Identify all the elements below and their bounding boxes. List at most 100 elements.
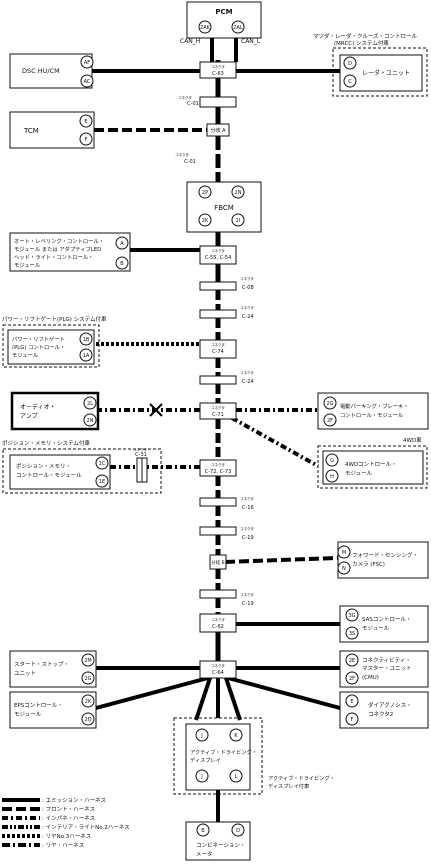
fbcm-module: FBCM 2P 2N 2K 2I xyxy=(186,181,262,233)
svg-text:コネクタ: コネクタ xyxy=(211,462,225,467)
svg-text:2P: 2P xyxy=(202,190,208,196)
svg-text:2K: 2K xyxy=(85,699,92,705)
dsc-module: DSC HU/CM AF AC xyxy=(9,53,94,89)
c64-label: C-64 xyxy=(212,670,224,676)
svg-text:N: N xyxy=(342,566,346,572)
c31-label: C-31 xyxy=(135,452,147,458)
svg-text:オート・レベリング・コントロール・: オート・レベリング・コントロール・ xyxy=(14,237,104,245)
svg-text:2I: 2I xyxy=(236,218,241,224)
legend-rear3: : リヤNo.3ハーネス xyxy=(42,833,91,840)
bunki-a-label: 分岐 A xyxy=(210,127,226,134)
c01-label-1: C-01 xyxy=(187,101,199,107)
svg-text:2G: 2G xyxy=(326,401,333,407)
connectors: コネクタ C-63 コネクタ C-01 分岐 A コネクタ C-01 コネクタ … xyxy=(133,61,254,679)
svg-text:2K: 2K xyxy=(202,218,209,224)
c24-label-2: C-24 xyxy=(242,379,254,385)
svg-text:A: A xyxy=(120,241,124,247)
svg-text:ヘッド・ライト・コントロール・: ヘッド・ライト・コントロール・ xyxy=(14,254,93,261)
svg-text:コネクタ: コネクタ xyxy=(211,663,225,668)
svg-text:3G: 3G xyxy=(348,613,355,619)
radar-title: マツダ・レーダ・クルーズ・コントロール xyxy=(313,32,418,40)
tcm-module: TCM E F xyxy=(9,111,95,149)
legend-emission: : エミッション・ハーネス xyxy=(42,797,106,804)
svg-text:1A: 1A xyxy=(83,353,90,359)
svg-text:モジュール: モジュール xyxy=(14,711,42,718)
svg-text:モジュール: モジュール xyxy=(12,352,39,359)
svg-text:D: D xyxy=(348,61,352,67)
pcm-label: PCM xyxy=(215,8,232,16)
svg-text:4WDコントロール・: 4WDコントロール・ xyxy=(345,461,397,468)
fsc-module: フォワード・センシング・ カメラ (FSC) M N xyxy=(337,541,429,579)
legend-instrument: : インパネ・ハーネス xyxy=(42,815,95,822)
position-memory-module: ポジション・メモリ・システム付車 ポジション・メモリ・ コントロール・モジュール… xyxy=(2,439,162,494)
c08-label: C-08 xyxy=(242,285,254,291)
svg-text:コントロール・モジュール: コントロール・モジュール xyxy=(16,472,82,479)
svg-text:2G: 2G xyxy=(84,676,91,682)
legend: : エミッション・ハーネス : フロント・ハーネス : インパネ・ハーネス : … xyxy=(2,797,130,849)
svg-text:コネクタ: コネクタ xyxy=(240,526,254,531)
line-x-mark xyxy=(149,403,163,417)
awd-module: 4WD車 4WDコントロール・ モジュール G H xyxy=(317,436,428,489)
svg-text:モジュール または アダプティブLED: モジュール または アダプティブLED xyxy=(14,245,101,253)
legend-front: : フロント・ハーネス xyxy=(42,806,95,813)
svg-text:ダイアグノシス・: ダイアグノシス・ xyxy=(368,701,412,709)
svg-text:G: G xyxy=(330,458,334,464)
svg-text:2F: 2F xyxy=(327,418,333,424)
svg-text:B: B xyxy=(201,828,205,834)
c24-label-1: C-24 xyxy=(242,314,254,320)
pcm-module: PCM 2AK 2AL CAN_H CAN_L xyxy=(180,1,262,45)
awd-title: 4WD車 xyxy=(403,436,422,444)
svg-text:1B: 1B xyxy=(83,337,90,343)
diag-connector-module: ダイアグノシス・ コネクタ2 E F xyxy=(339,691,429,729)
svg-text:AF: AF xyxy=(84,60,90,66)
svg-text:コントロール・モジュール: コントロール・モジュール xyxy=(340,412,404,419)
svg-text:F: F xyxy=(351,717,354,723)
start-stop-module: スタート・ストップ・ ユニット 2M 2G xyxy=(9,650,97,688)
eps-module: EPSコントロール・ モジュール 2K 2O xyxy=(9,691,97,729)
c74-label: C-74 xyxy=(212,349,224,355)
add-title-1: アクティブ・ドライビング・ xyxy=(268,774,335,782)
svg-text:2N: 2N xyxy=(87,418,94,424)
posmem-title: ポジション・メモリ・システム付車 xyxy=(2,439,90,447)
radar-title-2: (MRCC) システム付車 xyxy=(334,39,389,47)
svg-text:コネクティビティ・: コネクティビティ・ xyxy=(362,656,411,664)
svg-text:電動パーキング・ブレーキ・: 電動パーキング・ブレーキ・ xyxy=(340,402,409,410)
svg-text:2AK: 2AK xyxy=(200,25,211,31)
svg-text:F: F xyxy=(85,137,88,143)
c19-label-2: C-19 xyxy=(242,601,254,607)
svg-text:L: L xyxy=(235,774,238,780)
svg-text:K: K xyxy=(234,733,238,739)
svg-text:オーディオ・: オーディオ・ xyxy=(20,403,56,411)
svg-text:H: H xyxy=(330,474,334,480)
svg-text:コネクタ: コネクタ xyxy=(175,152,189,157)
svg-text:2AL: 2AL xyxy=(233,25,243,31)
svg-text:2F: 2F xyxy=(349,676,355,682)
svg-text:E: E xyxy=(84,119,87,125)
svg-text:C: C xyxy=(348,79,352,85)
svg-text:AC: AC xyxy=(84,79,91,85)
svg-text:(PLG) コントロール・: (PLG) コントロール・ xyxy=(12,344,65,351)
can-l-label: CAN_L xyxy=(241,38,261,45)
svg-text:コネクタ: コネクタ xyxy=(240,496,254,501)
svg-text:モジュール: モジュール xyxy=(14,262,41,269)
svg-text:コンビネーション・: コンビネーション・ xyxy=(196,841,245,849)
svg-text:B: B xyxy=(120,261,124,267)
plg-title: パワー・リフトゲート(PLG) システム付車 xyxy=(2,315,107,323)
fbcm-label: FBCM xyxy=(214,204,234,212)
legend-interior: : インテリア・ライトNo.2ハーネス xyxy=(42,824,130,831)
svg-text:アクティブ・ドライビング・: アクティブ・ドライビング・ xyxy=(190,748,257,756)
c62-label: C-62 xyxy=(212,624,224,630)
c16-label: C-16 xyxy=(242,505,254,511)
tcm-label: TCM xyxy=(23,127,39,135)
svg-text:3S: 3S xyxy=(349,631,355,637)
svg-text:1C: 1C xyxy=(99,461,106,467)
svg-text:SASコントロール・: SASコントロール・ xyxy=(362,616,411,623)
c55-label: C-55, C-54 xyxy=(205,255,232,261)
svg-text:(CMU): (CMU) xyxy=(362,675,379,681)
svg-text:ポジション・メモリ・: ポジション・メモリ・ xyxy=(16,463,71,470)
svg-text:コネクタ: コネクタ xyxy=(240,305,254,310)
svg-text:D: D xyxy=(236,828,240,834)
svg-text:コネクタ2: コネクタ2 xyxy=(368,710,393,718)
svg-text:コネクタ: コネクタ xyxy=(240,370,254,375)
